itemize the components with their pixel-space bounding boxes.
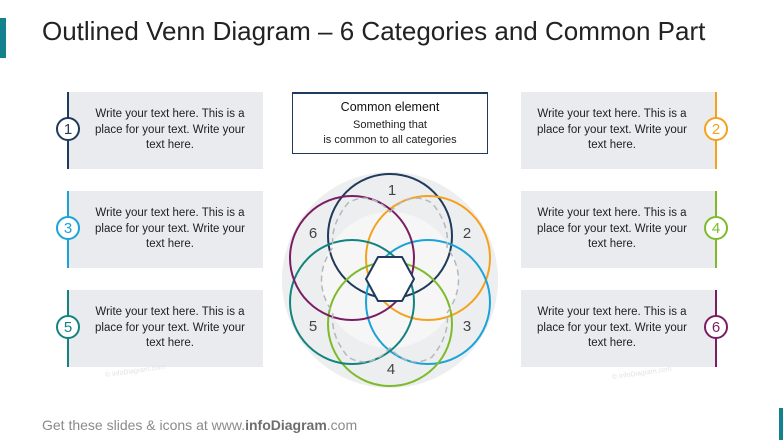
venn-label-2: 2 <box>463 225 471 242</box>
venn-label-6: 6 <box>309 225 317 242</box>
common-element-title: Common element <box>340 100 440 114</box>
venn-label-3: 3 <box>463 318 471 335</box>
venn-petal-3 <box>365 239 491 365</box>
venn-label-5: 5 <box>309 318 317 335</box>
slide-title: Outlined Venn Diagram – 6 Categories and… <box>42 16 706 46</box>
category-number-5: 5 <box>56 315 80 339</box>
category-number-2: 2 <box>704 117 728 141</box>
venn-label-4: 4 <box>387 361 395 378</box>
common-hexagon-icon <box>365 256 415 302</box>
accent-bar-left <box>0 18 6 58</box>
category-number-1: 1 <box>56 117 80 141</box>
venn-petal-2 <box>365 195 491 321</box>
venn-common-dashed-outline <box>320 197 460 363</box>
category-number-3: 3 <box>56 216 80 240</box>
category-number-6: 6 <box>704 315 728 339</box>
venn-petal-6 <box>289 195 415 321</box>
venn-petal-5 <box>289 239 415 365</box>
accent-bar-right <box>779 408 783 440</box>
category-number-4: 4 <box>704 216 728 240</box>
footer-text: Get these slides & icons at www.infoDiag… <box>42 417 358 433</box>
venn-label-1: 1 <box>388 182 396 199</box>
